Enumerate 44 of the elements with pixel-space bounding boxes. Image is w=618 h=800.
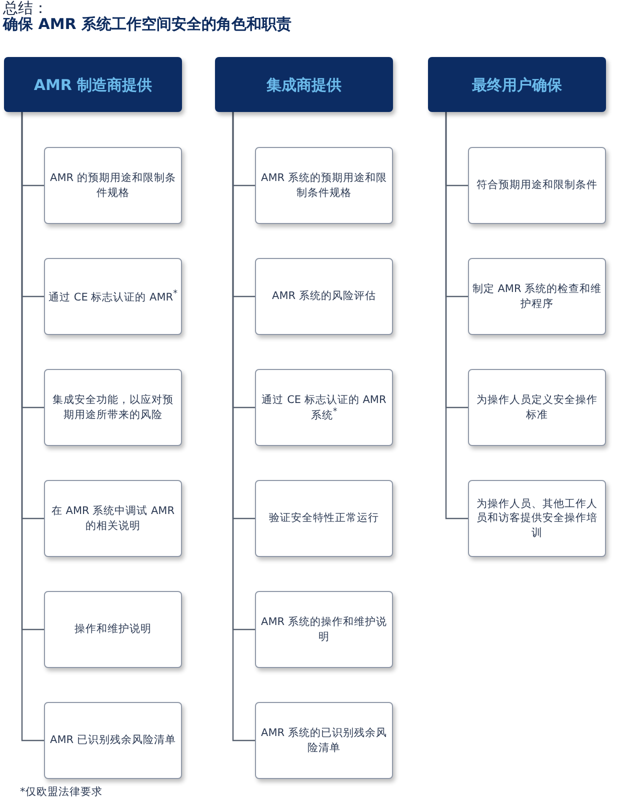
role-header — [215, 57, 393, 112]
responsibility-box — [44, 480, 182, 557]
connector-line — [445, 112, 468, 520]
connector-line — [232, 112, 255, 742]
responsibility-box — [44, 369, 182, 446]
responsibility-box — [468, 480, 606, 557]
section-label: 总结： — [3, 0, 48, 17]
responsibility-text: AMR 系统的已识别残余风险清单 — [260, 726, 388, 755]
responsibility-text: 通过 CE 标志认证的 AMR$^{*}$ — [48, 288, 178, 304]
responsibility-text: 为操作人员、其他工作人员和访客提供安全操作培训 — [476, 497, 598, 540]
responsibility-text: 集成安全功能，以应对预期用途所带来的风险 — [52, 393, 174, 422]
responsibility-box — [468, 147, 606, 224]
responsibility-text: 操作和维护说明 — [74, 622, 152, 637]
responsibility-box — [255, 480, 393, 557]
responsibility-box — [255, 702, 393, 779]
responsibility-text: AMR 系统的操作和维护说明 — [260, 615, 388, 644]
responsibility-text: 符合预期用途和限制条件 — [476, 178, 598, 193]
responsibility-text: AMR 系统的风险评估 — [272, 289, 376, 304]
responsibility-box — [255, 369, 393, 446]
role-header — [4, 57, 182, 112]
footnote: *仅欧盟法律要求 — [20, 786, 102, 799]
responsibility-box — [468, 369, 606, 446]
header-text: 最终用户确保 — [472, 76, 562, 94]
responsibility-text: AMR 的预期用途和限制条件规格 — [49, 171, 177, 200]
responsibility-text: 为操作人员定义安全操作标准 — [476, 393, 598, 422]
title: 确保 AMR 系统工作空间安全的角色和职责 — [3, 15, 292, 33]
responsibility-text: 通过 CE 标志认证的 AMR 系统$^{*}$ — [260, 392, 388, 422]
responsibility-box — [44, 591, 182, 668]
responsibility-box — [44, 258, 182, 335]
header-text: 集成商提供 — [266, 76, 342, 94]
responsibility-box — [255, 147, 393, 224]
responsibility-text: AMR 已识别残余风险清单 — [50, 733, 176, 748]
responsibility-box — [468, 258, 606, 335]
responsibility-text: AMR 系统的预期用途和限制条件规格 — [260, 171, 388, 200]
header-text: AMR 制造商提供 — [34, 76, 152, 94]
responsibility-box — [255, 258, 393, 335]
responsibility-text: 在 AMR 系统中调试 AMR 的相关说明 — [50, 504, 176, 533]
responsibility-text: 制定 AMR 系统的检查和维护程序 — [472, 282, 602, 311]
responsibility-text: 验证安全特性正常运行 — [269, 511, 379, 526]
role-header — [428, 57, 606, 112]
responsibility-box — [255, 591, 393, 668]
responsibility-box — [44, 147, 182, 224]
responsibility-box — [44, 702, 182, 779]
connector-line — [21, 112, 44, 742]
